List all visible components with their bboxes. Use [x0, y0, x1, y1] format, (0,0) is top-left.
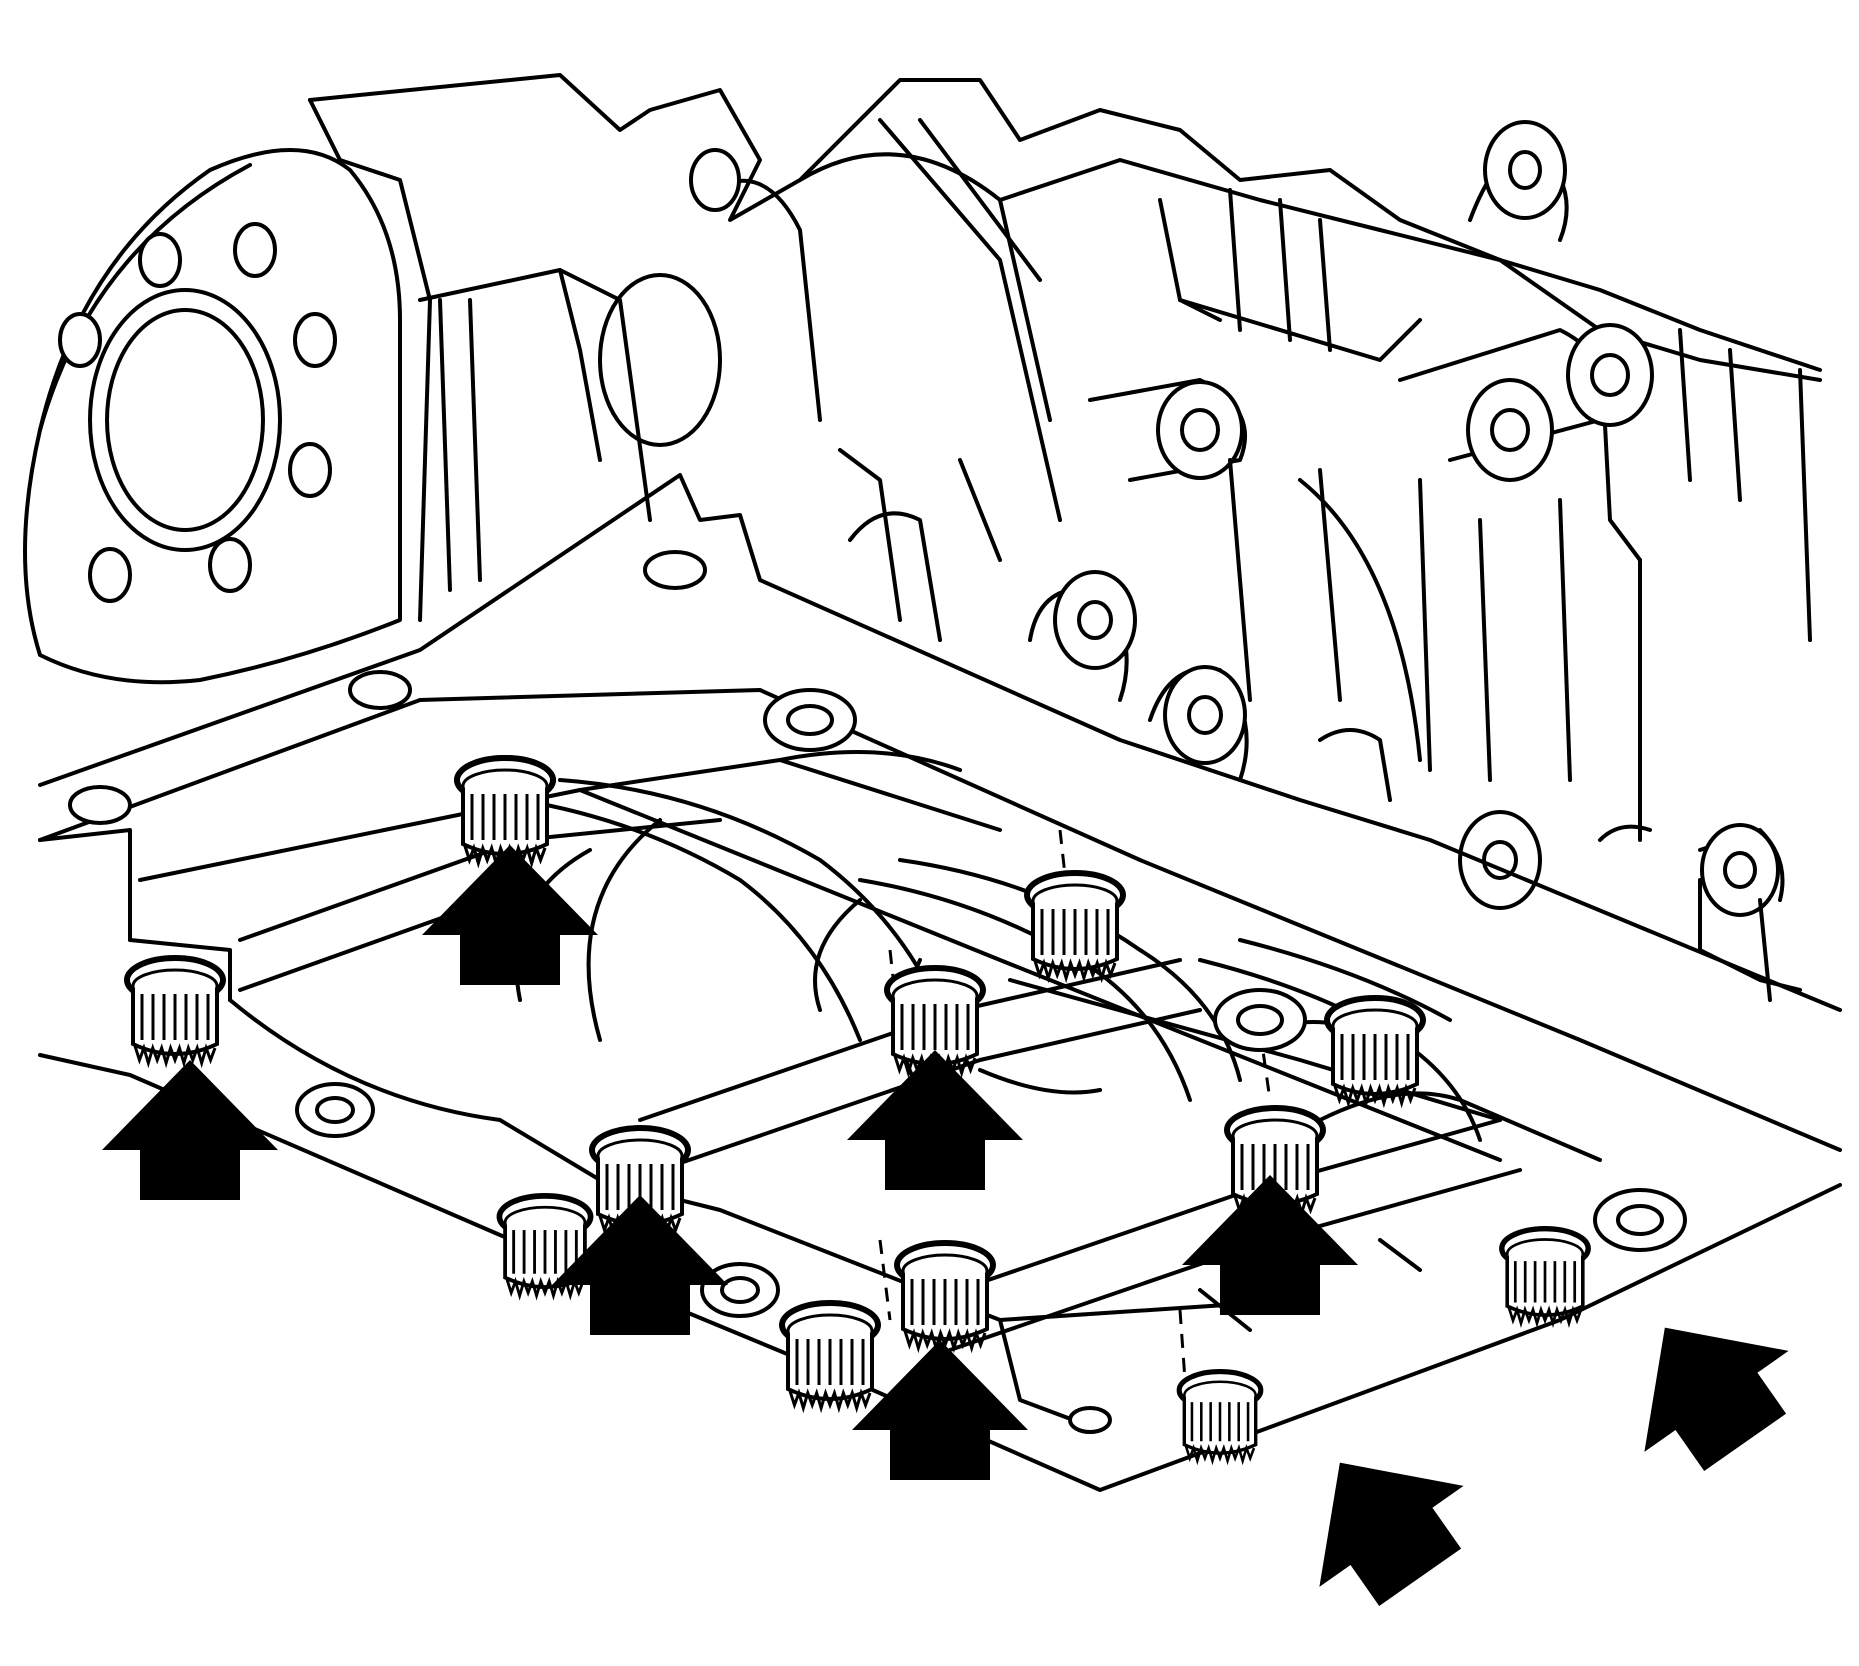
bolt-5 [589, 1125, 691, 1239]
bolt-3 [1024, 870, 1126, 984]
bolt-9 [894, 1240, 996, 1354]
flywheel-bolt-hole [293, 312, 337, 368]
pointer-arrow-8 [1319, 1462, 1464, 1607]
bolt-2 [124, 955, 226, 1069]
mount-boss [1148, 665, 1249, 782]
deck-hole [68, 785, 132, 825]
flywheel-bolt-hole [138, 232, 182, 288]
bolt-7 [1324, 995, 1426, 1109]
bedplate-lug [1068, 1406, 1112, 1434]
deck-hole [348, 670, 412, 710]
crankcase-deck [38, 473, 1842, 1152]
bolt-10 [779, 1300, 881, 1414]
flywheel-bolt-hole [288, 442, 332, 498]
flywheel-bolt-hole [208, 537, 252, 593]
mount-boss [1088, 378, 1247, 482]
bolt-12 [1176, 1368, 1264, 1466]
flywheel [23, 148, 402, 685]
arrow-group [102, 845, 1789, 1607]
flywheel-bolt-hole [233, 222, 277, 278]
bolt-6 [496, 1192, 594, 1301]
mount-boss [1028, 570, 1137, 702]
mount-boss [1398, 323, 1654, 482]
pointer-arrow-2 [102, 1060, 278, 1200]
engine-block-upper [23, 73, 1822, 1002]
mount-boss [1698, 823, 1785, 917]
deck-hole [643, 550, 707, 590]
pointer-arrow-1 [422, 845, 598, 985]
flywheel-bolt-hole [88, 547, 132, 603]
bolt-group [124, 755, 1591, 1466]
pointer-arrow-7 [1644, 1327, 1789, 1472]
bolt-11 [1499, 1225, 1591, 1328]
mount-boss [1458, 810, 1542, 910]
pointer-arrow-4 [552, 1195, 728, 1335]
bolt-13 [454, 755, 556, 869]
pointer-arrow-6 [852, 1340, 1028, 1480]
flywheel-bolt-hole [58, 312, 102, 368]
pointer-arrow-3 [847, 1050, 1023, 1190]
mount-boss [1468, 120, 1569, 242]
bedplate [38, 688, 1842, 1492]
pointer-arrow-5 [1182, 1175, 1358, 1315]
